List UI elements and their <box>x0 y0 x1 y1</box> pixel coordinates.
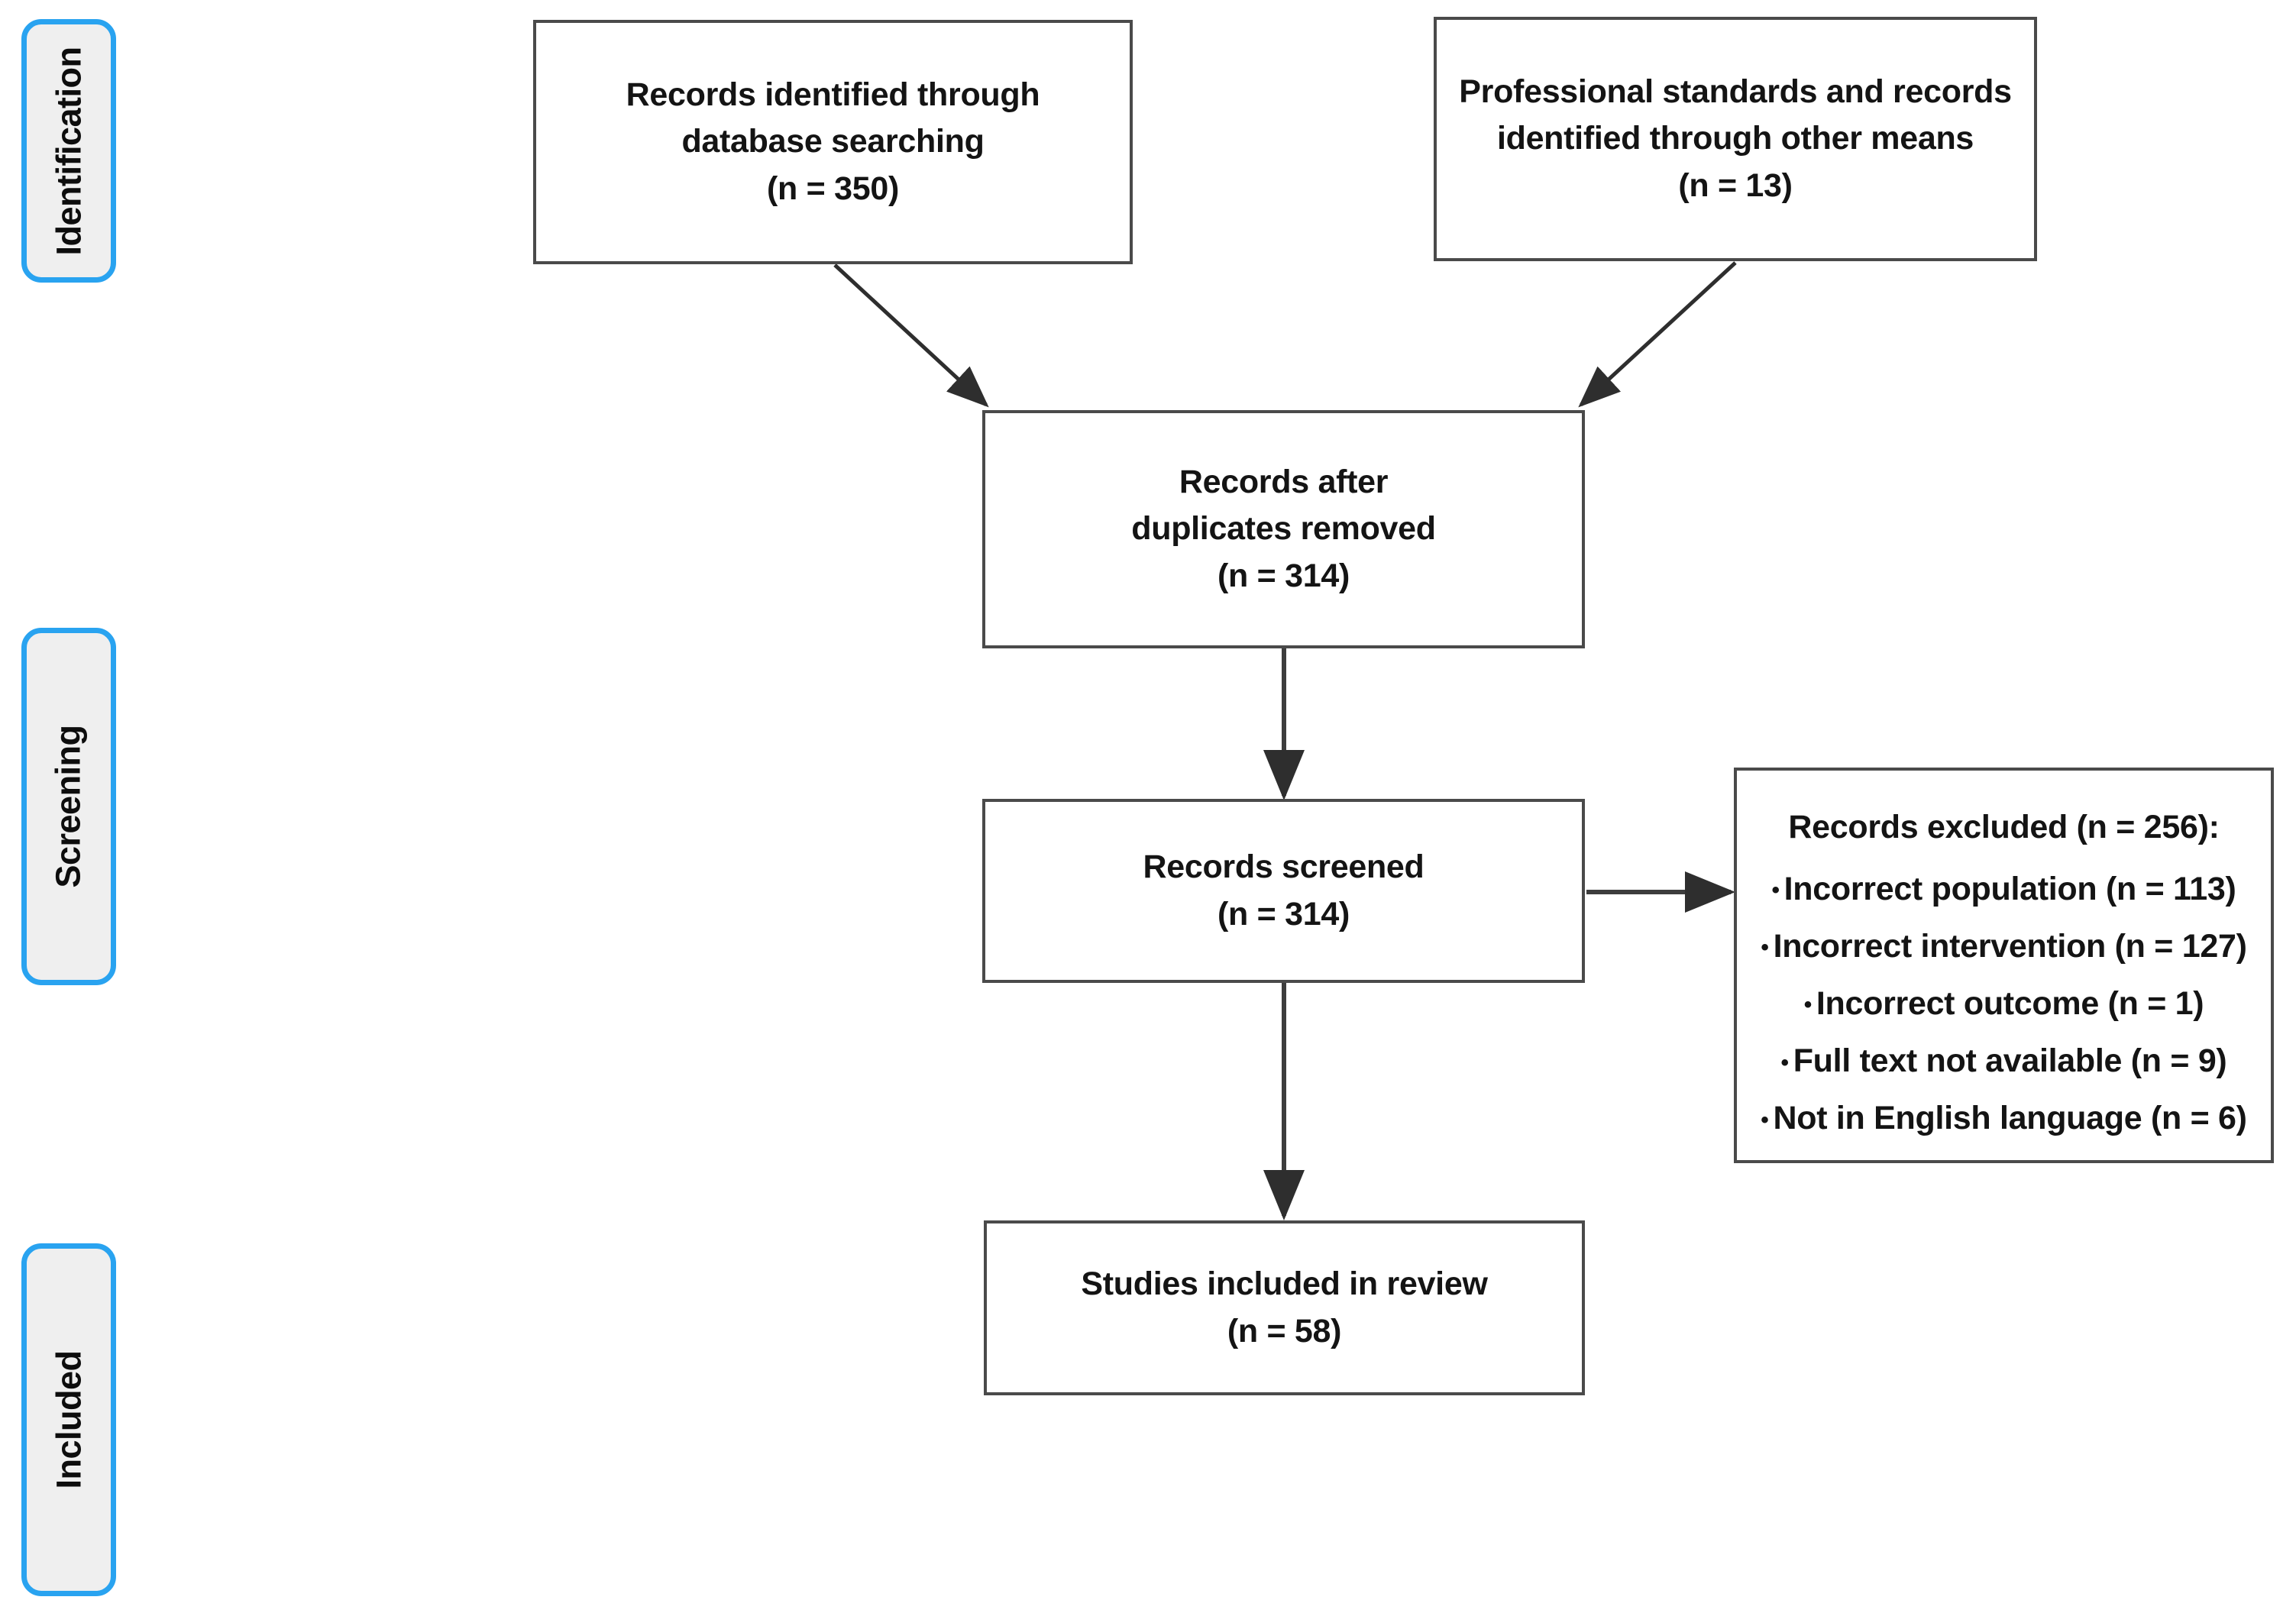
exclusion-reason-label: Full text not available (n = 9) <box>1793 1042 2227 1080</box>
bullet-icon: • <box>1803 992 1813 1018</box>
box-records-after-duplicates: Records after duplicates removed (n = 31… <box>982 410 1585 648</box>
exclusion-reason-label: Not in English language (n = 6) <box>1773 1100 2247 1137</box>
bullet-icon: • <box>1761 935 1769 961</box>
stage-label-identification: Identification <box>21 19 116 283</box>
box-line-1: Records after <box>1179 464 1389 501</box>
exclusion-reason-label: Incorrect population (n = 113) <box>1783 871 2236 908</box>
exclusion-reason-incorrect-outcome: •Incorrect outcome (n = 1) <box>1804 981 2204 1027</box>
box-count: (n = 314) <box>1218 557 1350 594</box>
box-line-1: Records identified through <box>626 76 1040 114</box>
box-line-2: duplicates removed <box>1131 510 1436 548</box>
bullet-icon: • <box>1761 1107 1769 1133</box>
box-line-2: identified through other means <box>1496 120 1974 157</box>
stage-label-identification-text: Identification <box>49 47 88 255</box>
bullet-icon: • <box>1771 878 1780 903</box>
box-count: (n = 314) <box>1218 895 1350 933</box>
box-line-1: Studies included in review <box>1081 1265 1488 1303</box>
exclusion-reason-label: Incorrect intervention (n = 127) <box>1773 928 2247 965</box>
records-excluded-heading: Records excluded (n = 256): <box>1788 809 2220 845</box>
box-count: (n = 58) <box>1227 1312 1342 1349</box>
box-count: (n = 13) <box>1678 166 1793 204</box>
box-studies-included: Studies included in review (n = 58) <box>984 1220 1585 1395</box>
exclusion-reason-incorrect-intervention: •Incorrect intervention (n = 127) <box>1761 923 2247 970</box>
bullet-icon: • <box>1780 1049 1790 1075</box>
arrow-other-sources-to-duplicates <box>1578 261 1737 408</box>
stage-label-included-text: Included <box>49 1350 89 1489</box>
stage-label-screening-text: Screening <box>49 725 89 888</box>
box-line-1: Records screened <box>1143 848 1424 886</box>
arrow-database-search-to-duplicates <box>833 263 989 408</box>
box-line-1: Professional standards and records <box>1459 73 2012 111</box>
exclusion-reason-not-in-english: •Not in English language (n = 6) <box>1761 1095 2247 1142</box>
exclusion-reason-incorrect-population: •Incorrect population (n = 113) <box>1771 866 2236 913</box>
box-records-excluded: Records excluded (n = 256): •Incorrect p… <box>1734 768 2274 1163</box>
box-line-2: database searching <box>681 123 985 160</box>
stage-label-screening: Screening <box>21 628 116 985</box>
box-count: (n = 350) <box>767 170 899 207</box>
box-records-identified-other: Professional standards and records ident… <box>1434 17 2037 261</box>
exclusion-reason-label: Incorrect outcome (n = 1) <box>1816 985 2204 1023</box>
exclusion-reason-full-text-not-available: •Full text not available (n = 9) <box>1781 1038 2227 1084</box>
box-records-identified-database: Records identified through database sear… <box>533 20 1133 264</box>
stage-label-included: Included <box>21 1243 116 1596</box>
box-records-screened: Records screened (n = 314) <box>982 799 1585 983</box>
